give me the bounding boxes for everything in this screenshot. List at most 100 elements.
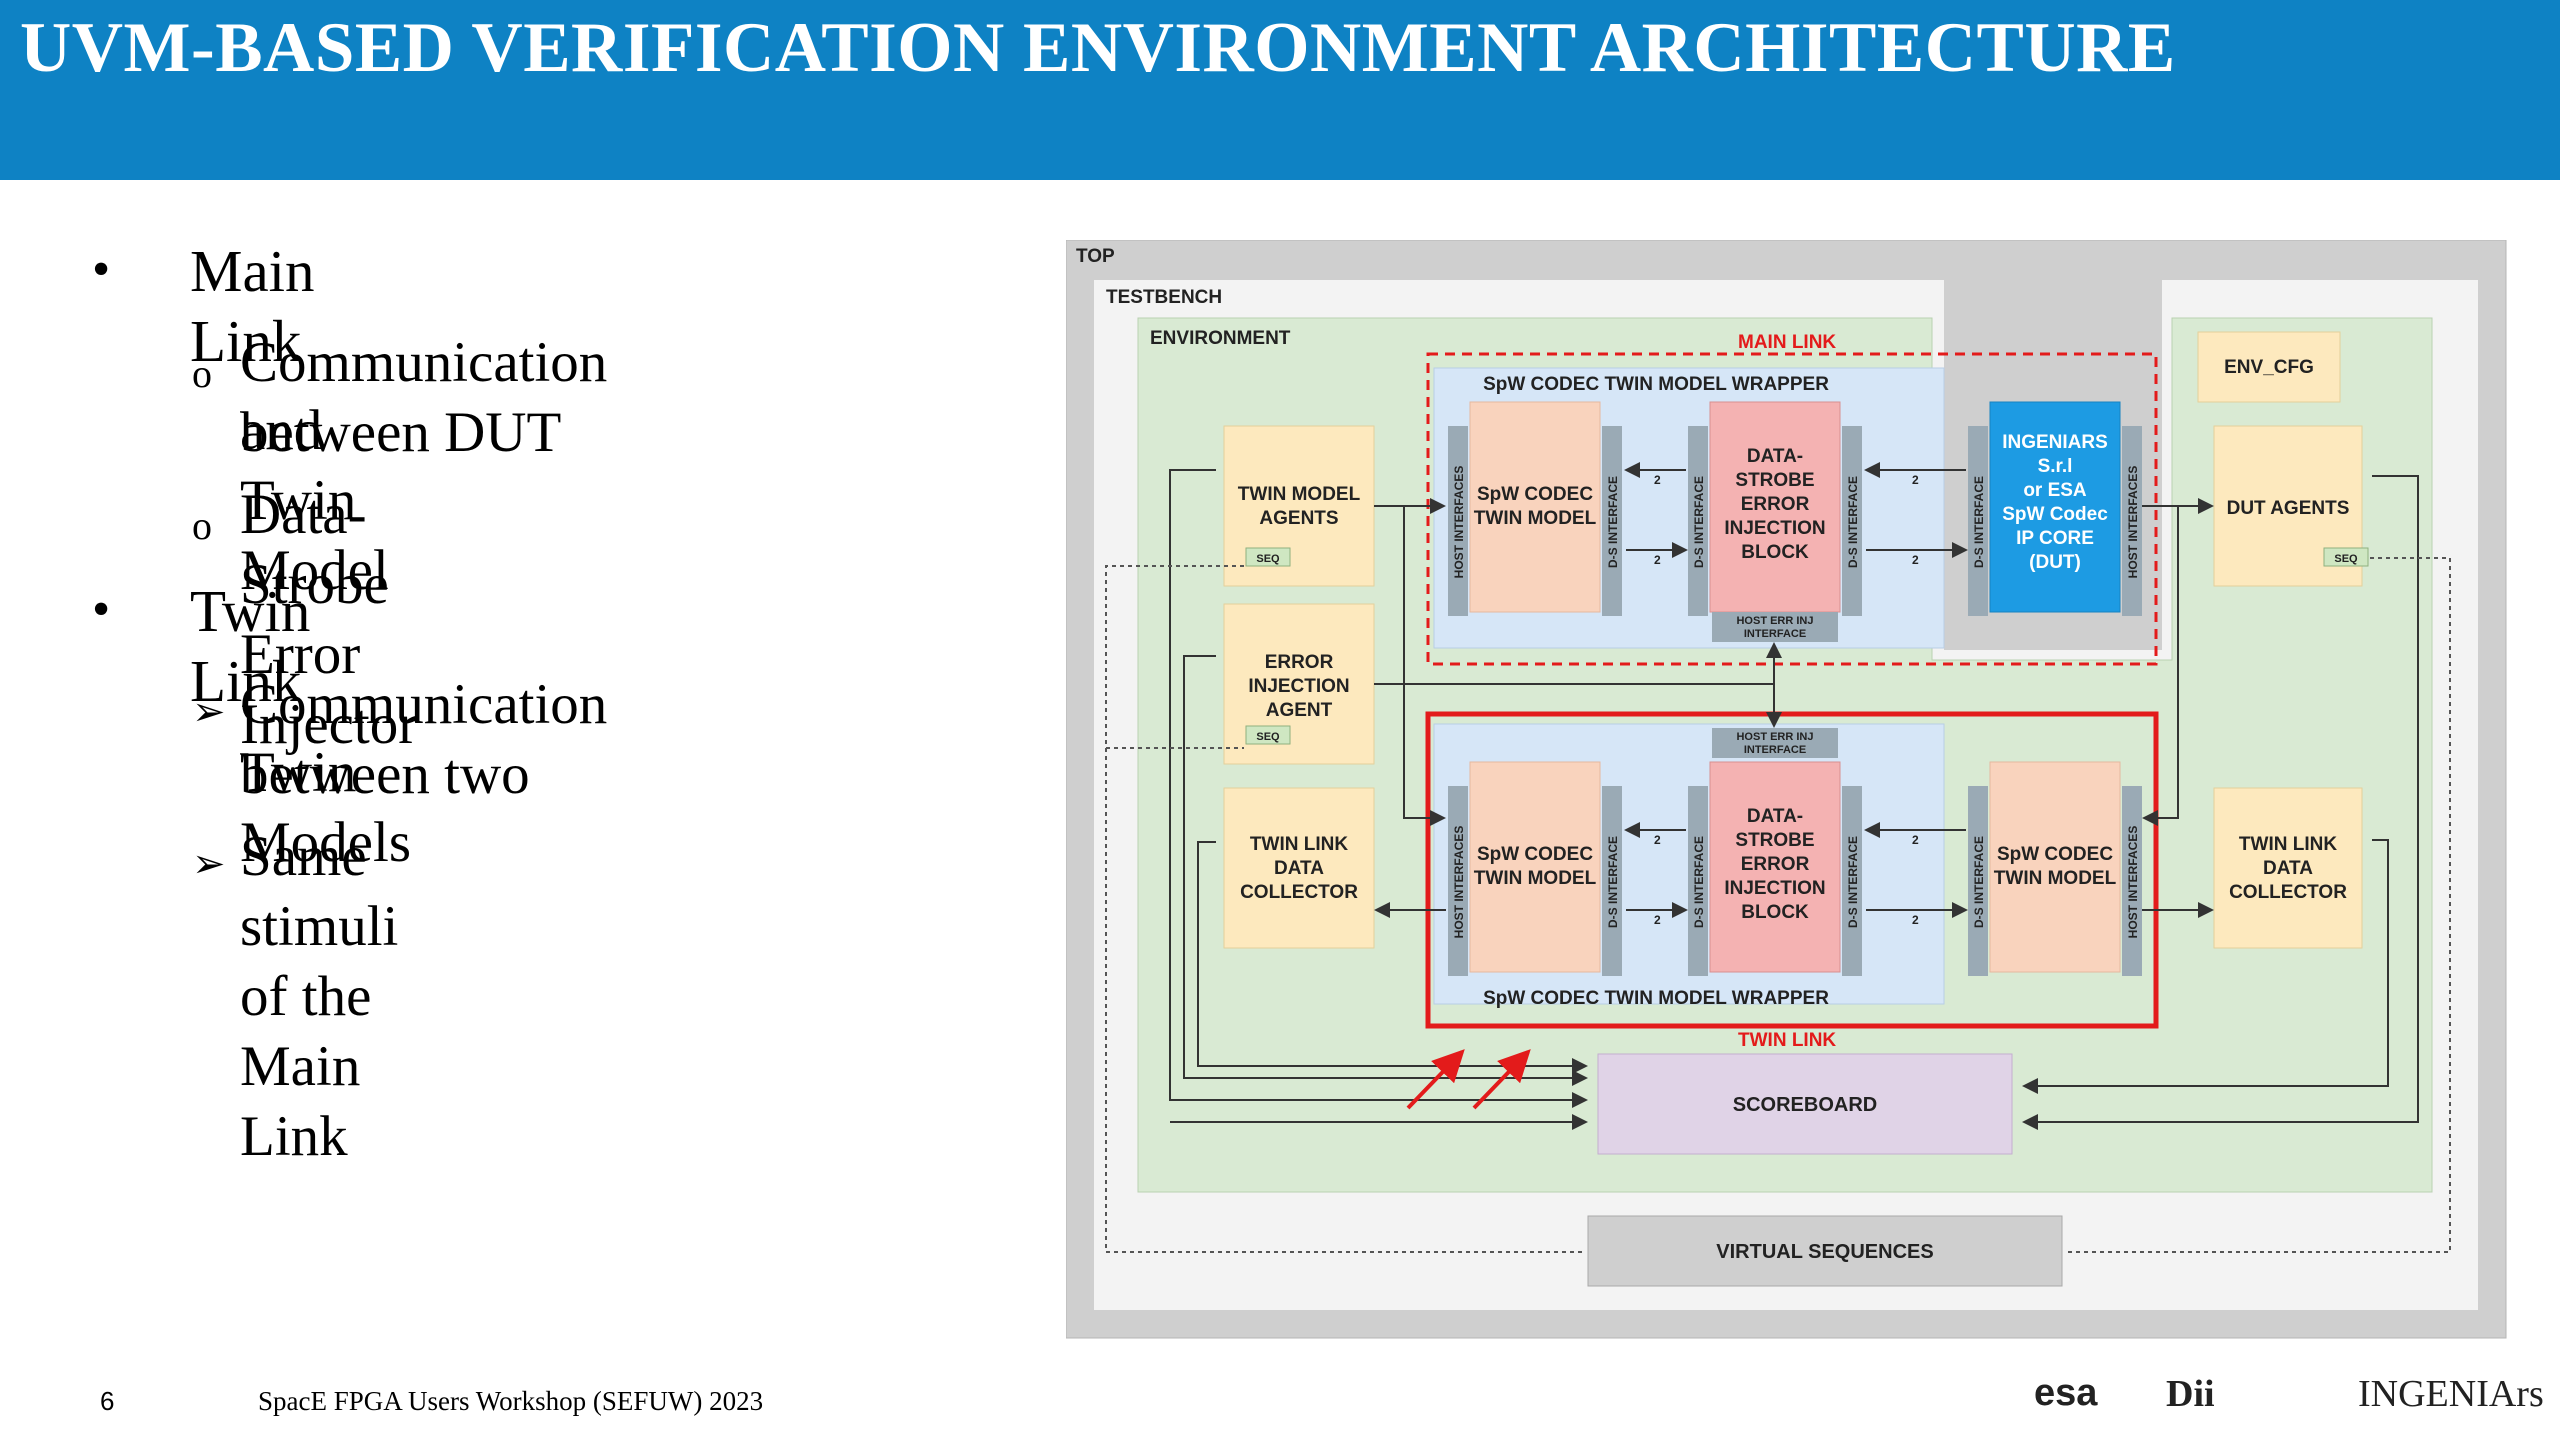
seq-label: SEQ xyxy=(1256,731,1280,743)
twin-link-collector-left-box xyxy=(1223,787,1375,949)
ds-interface-label: D-S INTERFACE xyxy=(1692,476,1706,568)
dut-line: (DUT) xyxy=(2029,552,2081,573)
connector xyxy=(1403,506,1446,826)
host-interfaces-label: HOST INTERFACES xyxy=(2126,466,2140,579)
host-interfaces-label: HOST INTERFACES xyxy=(1452,466,1466,579)
codec-top-box xyxy=(1469,401,1601,613)
dut-line: SpW Codec xyxy=(2002,504,2108,525)
ds-interface-bar xyxy=(1842,426,1862,616)
ds-interface-label: D-S INTERFACE xyxy=(1972,476,1986,568)
error-block-line: ERROR xyxy=(1741,494,1810,515)
env-cfg-label: ENV_CFG xyxy=(2224,357,2314,378)
title-bar: UVM-BASED VERIFICATION ENVIRONMENT ARCHI… xyxy=(0,0,2560,180)
wrapper-top-label: SpW CODEC TWIN MODEL WRAPPER xyxy=(1483,374,1829,395)
bus-width: 2 xyxy=(1654,553,1661,567)
error-agent-line: AGENT xyxy=(1266,700,1333,721)
virtual-sequences-label: VIRTUAL SEQUENCES xyxy=(1716,1241,1933,1263)
virtual-seq-line xyxy=(1105,565,1586,1253)
sub-bullet-arrow: ➢ xyxy=(192,689,226,734)
host-err-inj-line2: INTERFACE xyxy=(1744,744,1806,756)
env-cfg-box xyxy=(2197,331,2341,403)
seq-badge xyxy=(1245,547,1291,567)
bus-width: 2 xyxy=(1654,913,1661,927)
seq-badge xyxy=(2323,547,2369,567)
bus-width: 2 xyxy=(1912,913,1919,927)
footer-event: SpacE FPGA Users Workshop (SEFUW) 2023 xyxy=(258,1386,764,1416)
sub-bullet-text: Twin Models xyxy=(240,741,411,874)
bullet-twin-link: Twin Link xyxy=(190,578,311,714)
error-block-bottom xyxy=(1709,761,1841,973)
bus-width: 2 xyxy=(1912,473,1919,487)
main-link-frame xyxy=(1426,352,2158,666)
virtual-seq-line xyxy=(2064,557,2451,1253)
ds-interface-bar xyxy=(1688,426,1708,616)
highlight-arrow xyxy=(1406,1049,1465,1110)
collector-line: COLLECTOR xyxy=(2229,882,2347,903)
ds-interface-label: D-S INTERFACE xyxy=(1846,836,1860,928)
ds-interface-label: D-S INTERFACE xyxy=(1846,476,1860,568)
sub-bullet-text: Same stimuli of the Main Link xyxy=(240,825,399,1168)
collector-line: COLLECTOR xyxy=(1240,882,1358,903)
ds-interface-label: D-S INTERFACE xyxy=(1606,836,1620,928)
error-agent-line: INJECTION xyxy=(1248,676,1349,697)
sub-bullet-circle: o xyxy=(192,351,212,396)
dut-agents-label: DUT AGENTS xyxy=(2227,498,2350,519)
twin-link-frame xyxy=(1425,711,2159,1029)
error-block-line: BLOCK xyxy=(1741,902,1809,923)
codec-line: SpW CODEC xyxy=(1477,844,1593,865)
dut-line: INGENIARS xyxy=(2002,432,2108,453)
error-block-line: STROBE xyxy=(1735,470,1814,491)
codec-bottom-right-box xyxy=(1989,761,2121,973)
highlight-arrow xyxy=(1472,1049,1531,1110)
wrapper-bottom-label: SpW CODEC TWIN MODEL WRAPPER xyxy=(1483,988,1829,1009)
ds-interface-bar xyxy=(1968,426,1988,616)
testbench-label: TESTBENCH xyxy=(1106,287,1222,308)
dut-line: or ESA xyxy=(2023,480,2087,501)
codec-bottom-left-box xyxy=(1469,761,1601,973)
connector xyxy=(2142,506,2179,826)
ds-interface-bar xyxy=(1602,786,1622,976)
codec-top-line1: SpW CODEC xyxy=(1477,484,1593,505)
main-link-label: MAIN LINK xyxy=(1738,332,1836,353)
dut-line: IP CORE xyxy=(2016,528,2094,549)
error-block-line: STROBE xyxy=(1735,830,1814,851)
ds-interface-bar xyxy=(1842,786,1862,976)
page-number: 6 xyxy=(100,1386,115,1416)
ingeniars-logo: INGENIArs xyxy=(2358,1373,2544,1415)
bullet-dot: • xyxy=(92,581,111,638)
collector-line: TWIN LINK xyxy=(1250,834,1348,855)
architecture-diagram: TOP TESTBENCH ENVIRONMENT MAIN LINK TWIN… xyxy=(1066,240,2507,1339)
seq-label: SEQ xyxy=(1256,553,1280,565)
ds-interface-label: D-S INTERFACE xyxy=(1692,836,1706,928)
ds-interface-bar xyxy=(1688,786,1708,976)
host-interface-bar xyxy=(2122,426,2142,616)
host-err-inj-interface xyxy=(1712,612,1838,642)
bullet-dot: • xyxy=(92,241,111,298)
sub-bullet-arrow: ➢ xyxy=(192,841,226,886)
ds-interface-bar xyxy=(1968,786,1988,976)
connector xyxy=(1183,655,1588,1086)
host-err-inj-line2: INTERFACE xyxy=(1744,628,1806,640)
dut-block xyxy=(1989,401,2121,613)
bullet-main-link: Main Link xyxy=(190,238,315,374)
seq-label: SEQ xyxy=(2334,553,2358,565)
host-interface-bar xyxy=(2122,786,2142,976)
error-block-line: BLOCK xyxy=(1741,542,1809,563)
codec-line: TWIN MODEL xyxy=(1474,868,1597,889)
sub-bullet-text: Data-Strobe Error Injector xyxy=(240,483,418,756)
twin-model-agents-line1: TWIN MODEL xyxy=(1238,484,1361,505)
scoreboard-box xyxy=(1597,1053,2013,1155)
host-err-inj-line1: HOST ERR INJ xyxy=(1736,615,1813,627)
codec-line: TWIN MODEL xyxy=(1994,868,2117,889)
sub-bullet-text: and Twin Model xyxy=(240,399,389,602)
collector-line: DATA xyxy=(2263,858,2313,879)
error-block-top xyxy=(1709,401,1841,613)
error-block-line: DATA- xyxy=(1747,446,1803,467)
bus-width: 2 xyxy=(1912,833,1919,847)
ds-interface-label: D-S INTERFACE xyxy=(1606,476,1620,568)
collector-line: TWIN LINK xyxy=(2239,834,2337,855)
connector xyxy=(1197,841,1588,1074)
host-interfaces-label: HOST INTERFACES xyxy=(2126,826,2140,939)
connector xyxy=(1169,469,1588,1108)
error-block-line: INJECTION xyxy=(1724,518,1825,539)
